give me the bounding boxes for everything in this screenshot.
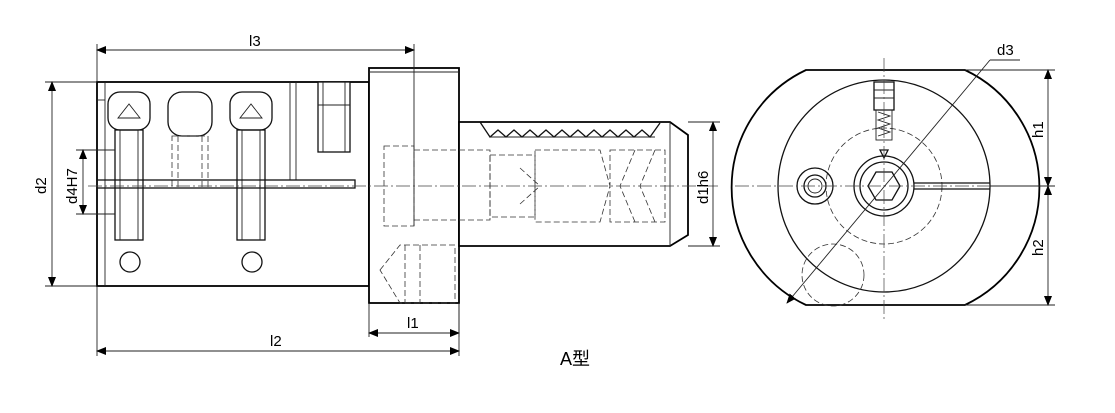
label-d2: d2 bbox=[33, 177, 50, 194]
locating-cone bbox=[379, 244, 456, 304]
label-h1: h1 bbox=[1030, 121, 1047, 138]
dim-l2: l2 bbox=[96, 286, 460, 356]
tool-slot bbox=[96, 179, 356, 189]
side-view: l3 l1 l2 d2 d4H7 bbox=[33, 33, 720, 356]
label-d4h7: d4H7 bbox=[64, 168, 81, 204]
label-l2: l2 bbox=[270, 333, 282, 350]
flange-screw bbox=[317, 81, 351, 153]
front-view: d3 h1 h2 bbox=[730, 42, 1055, 320]
screw-middle bbox=[167, 91, 213, 189]
label-l1: l1 bbox=[407, 315, 419, 332]
dim-h1-h2: h1 h2 bbox=[965, 69, 1055, 306]
label-d1h6: d1h6 bbox=[695, 171, 712, 204]
dim-l3: l3 bbox=[96, 33, 415, 226]
caption-type-a: A型 bbox=[560, 349, 590, 369]
screw-right bbox=[229, 91, 273, 273]
label-h2: h2 bbox=[1030, 239, 1047, 256]
dim-d4h7: d4H7 bbox=[64, 149, 115, 215]
dim-d2: d2 bbox=[33, 81, 97, 287]
screw-left bbox=[107, 91, 151, 273]
label-d3: d3 bbox=[997, 42, 1014, 59]
dim-d3: d3 bbox=[786, 42, 1020, 304]
shank bbox=[458, 121, 689, 247]
dim-l1: l1 bbox=[368, 303, 460, 337]
dim-d1h6: d1h6 bbox=[688, 121, 720, 247]
label-l3: l3 bbox=[249, 33, 261, 50]
